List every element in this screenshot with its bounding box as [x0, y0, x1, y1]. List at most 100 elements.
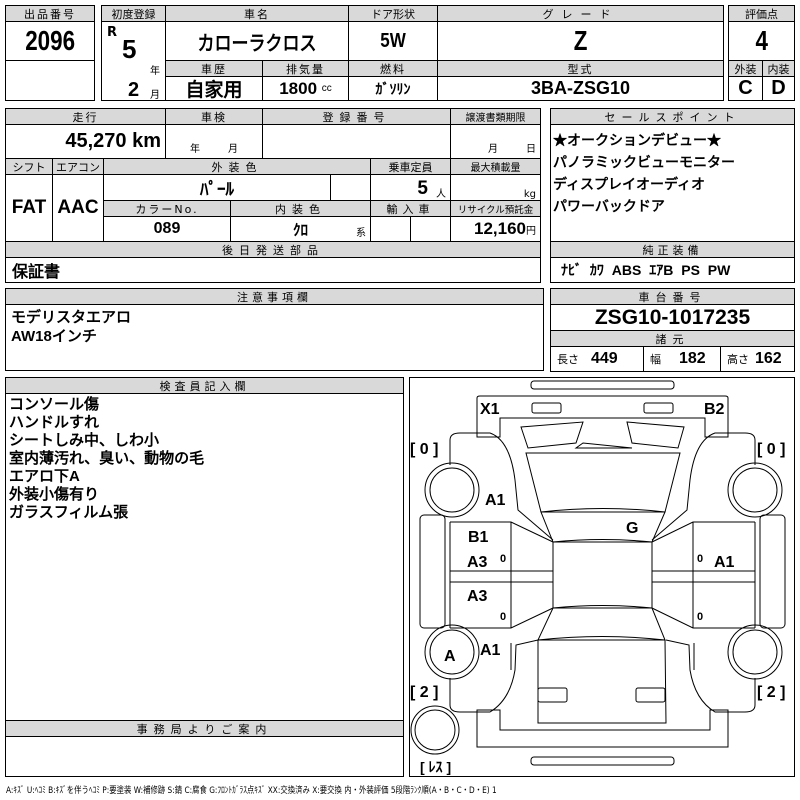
score-label: 評価点: [728, 5, 795, 22]
lot-label: 出品番号: [5, 5, 95, 22]
history: 自家用: [165, 76, 263, 101]
inspector-item: ガラスフィルム張: [9, 504, 129, 521]
grille: [520, 421, 685, 449]
zero-mark: 0: [697, 611, 703, 623]
office-label: 事務局よりご案内: [5, 720, 404, 737]
left-doors: [450, 521, 554, 629]
right-doors: [651, 521, 755, 629]
door-value: 5W: [380, 29, 406, 52]
inspection: 年月: [165, 124, 263, 159]
car-damage-diagram: X1 B2 [ 0 ] [ 0 ] [ 2 ] [ 2 ] [ ﾚｽ ] A1 …: [409, 377, 795, 777]
score: 4: [728, 21, 795, 61]
inspector-item: 室内薄汚れ、臭い、動物の毛: [9, 450, 205, 467]
capacity-unit: 人: [436, 189, 446, 200]
inspection-year-unit: 年: [190, 144, 200, 155]
windshield: [540, 508, 666, 543]
notes: モデリスタエアロ AW18インチ: [5, 304, 544, 371]
inspector-item: シートしみ中、しわ小: [9, 432, 160, 449]
inspection-label: 車検: [165, 108, 263, 125]
headlight-right: [643, 402, 674, 414]
recycle-label: リサイクル預託金: [450, 200, 541, 217]
int-score-label: 内装: [762, 60, 795, 77]
inspector-item: ハンドルすれ: [9, 414, 100, 431]
chassis-number: ZSG10-1017235: [550, 304, 795, 331]
width-value: 182: [679, 350, 706, 367]
inspection-month-unit: 月: [228, 144, 238, 155]
note-item: AW18インチ: [11, 328, 97, 345]
int-color-value: ｸﾛ: [292, 221, 308, 239]
spare-status: [ ﾚｽ ]: [420, 759, 451, 775]
inspector-notes: コンソール傷 ハンドルすれ シートしみ中、しわ小 室内薄汚れ、臭い、動物の毛 エ…: [5, 393, 404, 721]
taillight-right: [635, 687, 666, 703]
zero-mark: 0: [500, 553, 506, 565]
doc-deadline-label: 譲渡書類期限: [450, 108, 541, 125]
model-label: 型式: [437, 60, 724, 77]
displacement-value: 1800: [279, 78, 318, 98]
length-value: 449: [591, 350, 618, 367]
damage-rear-left-fender: A1: [480, 642, 501, 659]
damage-front-left-door-1: B1: [468, 529, 489, 546]
equipment-label: 純正装備: [550, 241, 795, 258]
deadline-month-unit: 月: [488, 144, 498, 155]
wheel-front-left: [424, 462, 480, 518]
sales-point: ★オークションデビュー★: [553, 132, 721, 148]
inspector-label: 検査員記入欄: [5, 377, 404, 394]
first-reg-label: 初度登録: [101, 5, 166, 22]
sales-points: ★オークションデビュー★ パノラミックビューモニター ディスプレイオーディオ パ…: [550, 124, 795, 242]
inspector-item: コンソール傷: [9, 396, 100, 413]
sales-point: ディスプレイオーディオ: [553, 176, 706, 192]
int-color-unit: 系: [356, 228, 366, 239]
fuel: ｶﾞｿﾘﾝ: [348, 76, 438, 101]
left-sill: [419, 514, 446, 629]
inspector-item: 外装小傷有り: [9, 486, 100, 503]
aircon: AAC: [52, 174, 104, 242]
height-value: 162: [755, 350, 782, 367]
ext-score: C: [728, 76, 763, 101]
chassis-label: 車台番号: [550, 288, 795, 305]
color-no-label: カラーNo.: [103, 200, 231, 217]
reg-year: 5: [122, 34, 137, 64]
headlight-left: [531, 402, 562, 414]
zero-mark: 0: [697, 553, 703, 565]
equipment: ﾅﾋﾞ ｶﾜ ABS ｴｱB PS PW: [550, 257, 795, 283]
sales-points-label: セールスポイント: [550, 108, 795, 125]
grade-value: Z: [573, 25, 588, 56]
rear-window: [537, 605, 666, 641]
office-notes: [5, 736, 404, 777]
front-bumper: [476, 395, 729, 438]
later-parts: 保証書: [5, 257, 541, 283]
lot-number-value: 2096: [25, 25, 75, 56]
capacity-label: 乗車定員: [370, 158, 451, 175]
recycle-value: 12,160: [474, 219, 526, 238]
doc-deadline: 月日: [450, 124, 541, 159]
tailgate: [537, 639, 667, 724]
year-unit: 年: [150, 66, 160, 77]
rear-right-fender: [665, 639, 756, 713]
hood: [525, 452, 681, 513]
import-cell-1: [370, 216, 411, 242]
max-load-label: 最大積載量: [450, 158, 541, 175]
score-value: 4: [755, 25, 768, 56]
displacement-label: 排気量: [262, 60, 349, 77]
lot-blank: [5, 60, 95, 101]
wheel-front-right: [727, 462, 783, 518]
sales-point: パワーバックドア: [553, 198, 665, 214]
tread-front-left: [ 0 ]: [410, 441, 438, 458]
zero-mark: 0: [500, 611, 506, 623]
rear-left-fender: [449, 639, 539, 713]
ext-color: ﾊﾟｰﾙ: [103, 174, 331, 201]
damage-front-right: B2: [704, 401, 725, 418]
door-label: ドア形状: [348, 5, 438, 22]
reg-no: [262, 124, 451, 159]
model: 3BA-ZSG10: [437, 76, 724, 101]
tread-rear-left: [ 2 ]: [410, 684, 438, 701]
shift-label: シフト: [5, 158, 53, 175]
damage-front-left-fender: A1: [485, 492, 506, 509]
damage-front-left: X1: [480, 401, 500, 418]
ext-color-label: 外装色: [103, 158, 371, 175]
damage-rear-left-door: A3: [467, 588, 488, 605]
mileage: 45,270 km: [5, 124, 166, 159]
lot-number: 2096: [5, 21, 95, 61]
rear-bumper-bar: [530, 756, 675, 766]
